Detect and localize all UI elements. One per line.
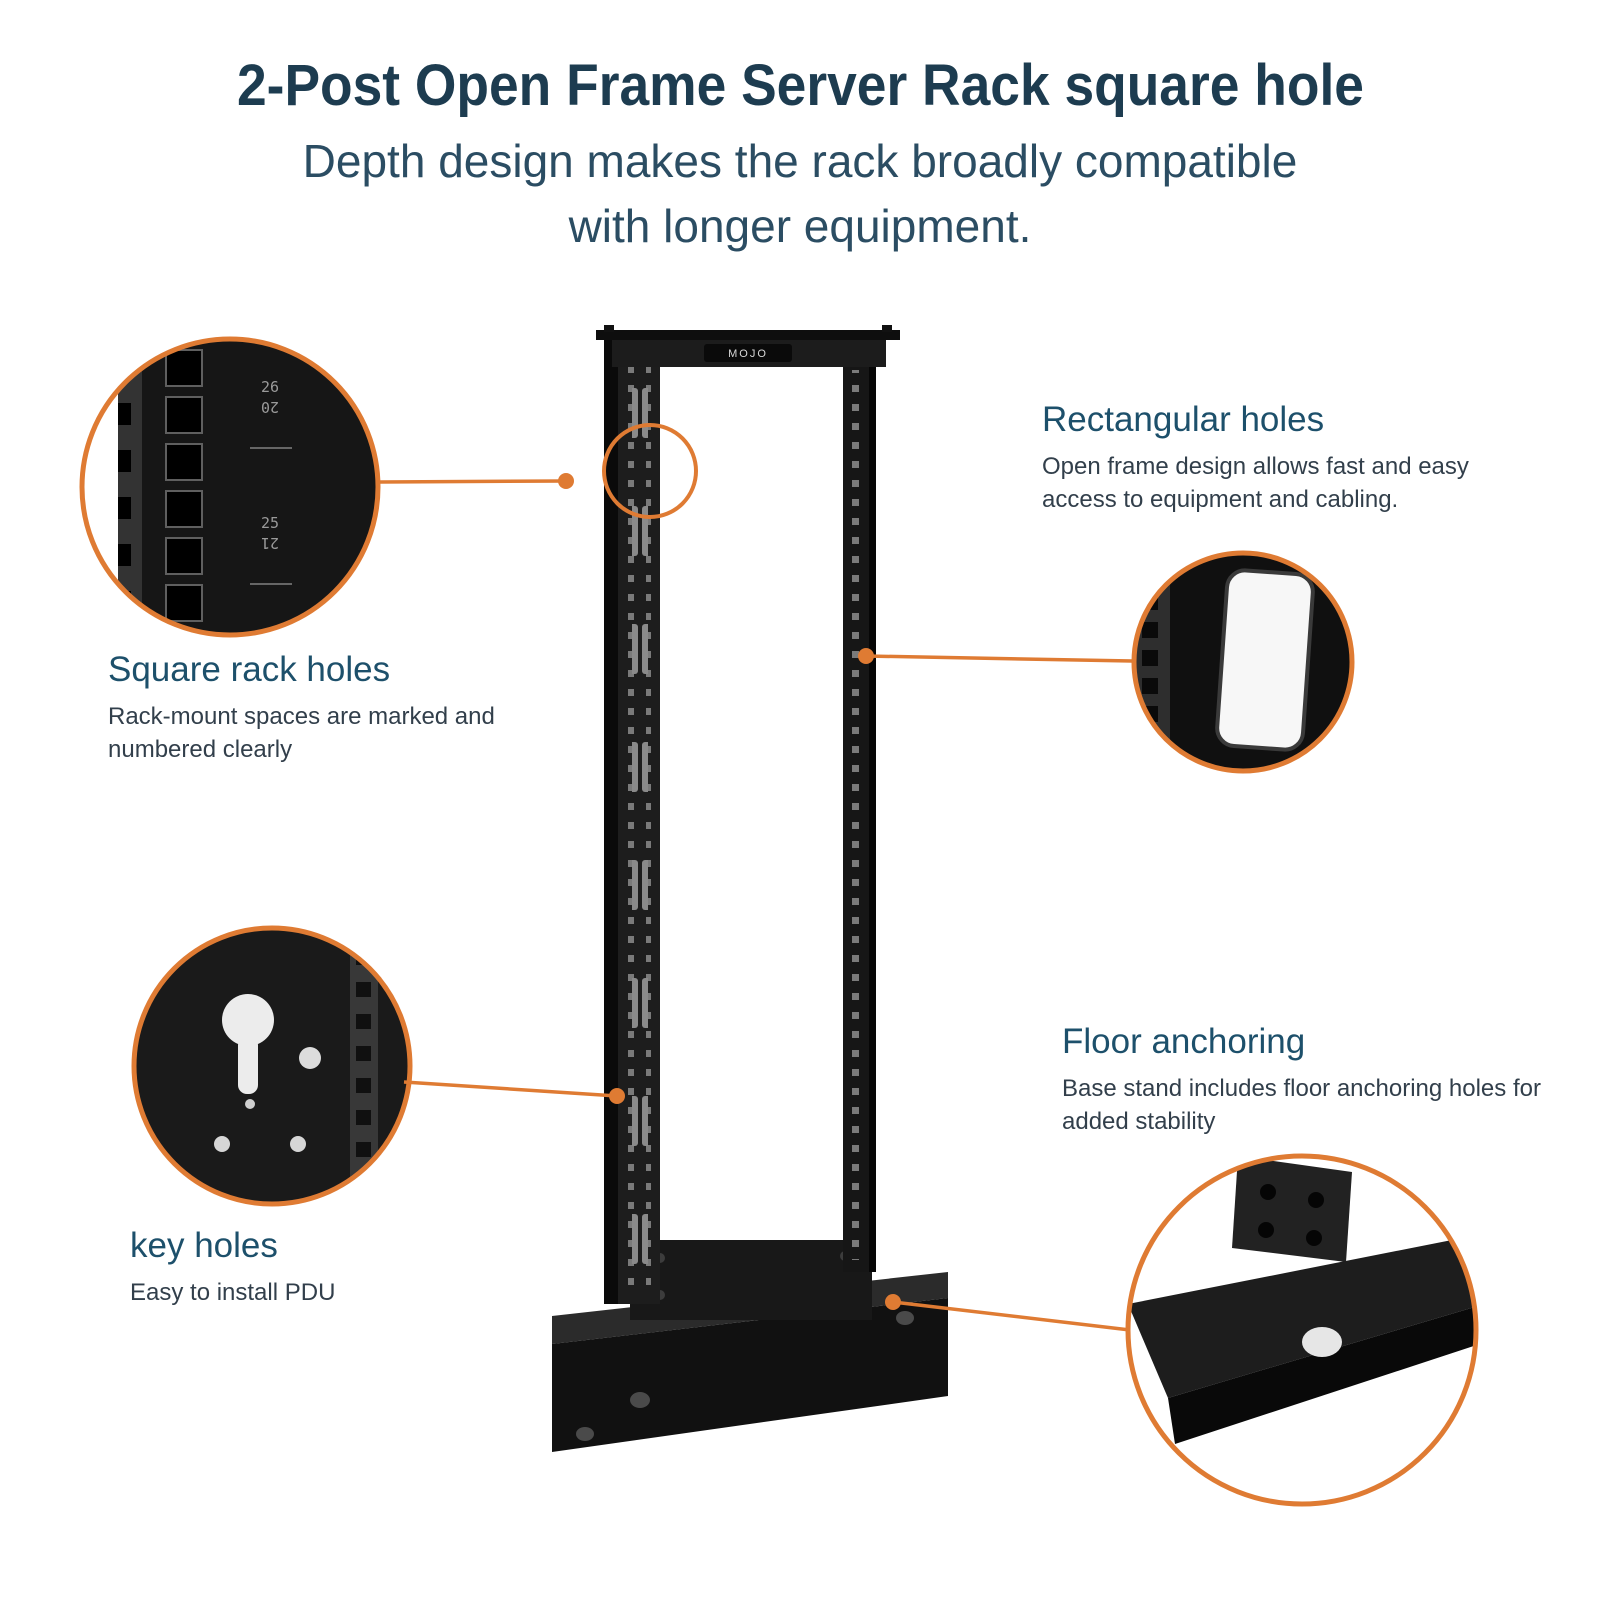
feature-square-holes: Square rack holes Rack-mount spaces are … — [108, 650, 508, 766]
connector-dot — [885, 1294, 901, 1310]
feature-rect-holes: Rectangular holes Open frame design allo… — [1042, 400, 1542, 516]
round-hole — [299, 1047, 321, 1069]
page-subtitle-line2: with longer equipment. — [568, 200, 1032, 253]
callout-ring-key-holes — [131, 925, 413, 1207]
rail-mark-21: 21 — [261, 534, 279, 552]
round-hole — [290, 1136, 306, 1152]
feature-key-holes-heading: key holes — [130, 1226, 278, 1265]
connector-dot — [858, 648, 874, 664]
feature-rect-holes-heading: Rectangular holes — [1042, 400, 1325, 439]
keyhole-cutout — [222, 994, 274, 1094]
feature-floor-anchoring-body: Base stand includes floor anchoring hole… — [1062, 1075, 1541, 1136]
callout-floor-anchoring-art — [1128, 1156, 1476, 1504]
rectangular-hole-cutout — [1215, 568, 1315, 752]
callout-connectors — [379, 473, 1133, 1332]
rack-right-post — [843, 352, 876, 1272]
callout-rect-holes-art — [1134, 553, 1352, 771]
server-rack: MOJO — [552, 325, 948, 1452]
rack-bottom-riser — [630, 1240, 872, 1320]
floor-anchor-hole — [1302, 1327, 1342, 1357]
base-riser-detail — [1232, 1156, 1352, 1262]
page-title: 2-Post Open Frame Server Rack square hol… — [236, 53, 1364, 118]
rack-highlight-ring — [602, 423, 698, 519]
feature-key-holes-body: Easy to install PDU — [130, 1279, 336, 1306]
connector-dot — [609, 1088, 625, 1104]
connector-dot — [558, 473, 574, 489]
rail-mark-26: 26 — [261, 378, 279, 396]
round-hole — [245, 1099, 255, 1109]
brand-logo: MOJO — [728, 348, 768, 360]
base-plate-detail — [1128, 1240, 1476, 1444]
rack-left-post — [604, 340, 660, 1304]
header: 2-Post Open Frame Server Rack square hol… — [0, 52, 1600, 260]
callout-ring-square-holes — [79, 336, 381, 638]
callout-ring-rect-holes — [1131, 550, 1355, 774]
page-subtitle-line1: Depth design makes the rack broadly comp… — [302, 135, 1298, 187]
feature-square-holes-body: Rack-mount spaces are marked and numbere… — [108, 703, 495, 764]
feature-rect-holes-body: Open frame design allows fast and easy a… — [1042, 453, 1469, 514]
rail-mark-20: 20 — [261, 398, 279, 416]
callout-key-holes-art — [134, 928, 410, 1204]
feature-floor-anchoring: Floor anchoring Base stand includes floo… — [1062, 1022, 1542, 1138]
square-holes-column — [118, 349, 203, 622]
rack-top-bar: MOJO — [596, 325, 900, 367]
round-hole — [214, 1136, 230, 1152]
feature-square-holes-heading: Square rack holes — [108, 650, 391, 689]
rail-mark-25: 25 — [261, 514, 279, 532]
feature-key-holes: key holes Easy to install PDU — [130, 1226, 510, 1309]
feature-floor-anchoring-heading: Floor anchoring — [1062, 1022, 1306, 1061]
